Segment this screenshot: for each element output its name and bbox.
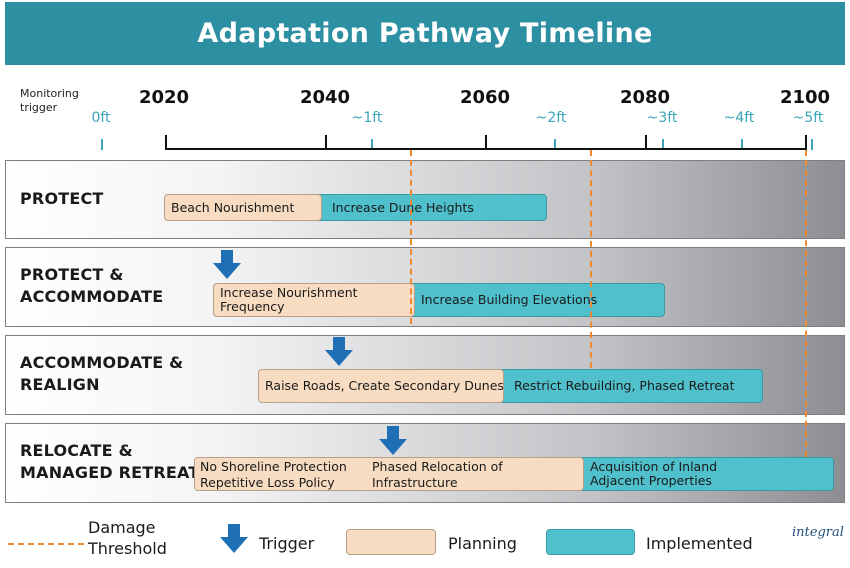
axis-tick [805, 135, 807, 149]
implemented-bar: Restrict Rebuilding, Phased Retreat [497, 369, 763, 403]
integral-logo: integral [792, 525, 844, 540]
year-label-2060: 2060 [459, 87, 511, 108]
sea-level-label-0ft: 0ft [91, 110, 111, 126]
bar-label: Raise Roads, Create Secondary Dunes [265, 378, 504, 393]
monitoring-trigger-label: Monitoring trigger [20, 87, 90, 115]
bar-label: Beach Nourishment [171, 199, 295, 215]
sea-level-label-4ft: ~4ft [723, 110, 755, 126]
sea-level-label-5ft: ~5ft [792, 110, 824, 126]
bar-label-line: No Shoreline Protection [200, 459, 347, 474]
sea-level-tick [554, 139, 556, 150]
bar-label: Increase Building Elevations [421, 292, 598, 307]
planning-bar [194, 457, 584, 491]
bar-label-line: Phased Relocation of [372, 459, 503, 474]
implemented-bar: Acquisition of Inland Adjacent Propertie… [577, 457, 834, 491]
legend-implemented-label: Implemented [646, 534, 753, 553]
monitoring-label-line1: Monitoring [20, 87, 79, 100]
row-label-protect: PROTECT [20, 188, 104, 210]
implemented-bar: Increase Dune Heights [315, 194, 547, 221]
legend-damage-threshold-label: Damage Threshold [88, 517, 167, 559]
sea-level-tick [741, 139, 743, 150]
legend-damage-threshold-swatch [8, 543, 84, 545]
trigger-arrow-icon [325, 337, 353, 366]
planning-bar: Beach Nourishment [164, 194, 322, 221]
row-label-line: MANAGED RETREAT [20, 463, 200, 482]
row-label-line: PROTECT [20, 189, 104, 208]
trigger-arrow-icon [379, 426, 407, 455]
timeline-axis [165, 148, 807, 150]
legend-planning-label: Planning [448, 534, 517, 553]
page-title: Adaptation Pathway Timeline [5, 2, 845, 65]
bar-label-line: Acquisition of Inland [590, 459, 718, 474]
year-label-2080: 2080 [619, 87, 671, 108]
sea-level-tick [371, 139, 373, 150]
bar-label-line: Adjacent Properties [590, 473, 712, 488]
bar-label-line: Infrastructure [372, 475, 458, 490]
bar-label: Restrict Rebuilding, Phased Retreat [514, 378, 735, 393]
monitoring-label-line2: trigger [20, 101, 58, 114]
sea-level-tick [662, 139, 664, 150]
axis-tick [485, 135, 487, 149]
legend-label-line: Damage [88, 518, 156, 537]
damage-threshold-line [410, 150, 412, 324]
sea-level-label-3ft: ~3ft [646, 110, 678, 126]
row-label-line: PROTECT & [20, 265, 124, 284]
row-label-protect-accommodate: PROTECT & ACCOMMODATE [20, 264, 163, 308]
axis-tick [645, 135, 647, 149]
legend-label-line: Threshold [88, 539, 167, 558]
axis-tick [165, 135, 167, 149]
planning-bar: Raise Roads, Create Secondary Dunes [258, 369, 504, 403]
legend-trigger-arrow-icon [220, 524, 248, 553]
axis-tick [325, 135, 327, 149]
year-label-2020: 2020 [138, 87, 190, 108]
sea-level-tick [811, 139, 813, 150]
year-label-2100: 2100 [779, 87, 831, 108]
bar-label-line: Increase Nourishment [220, 285, 358, 300]
row-label-accommodate-realign: ACCOMMODATE & REALIGN [20, 352, 183, 396]
bar-label-line: Repetitive Loss Policy [200, 475, 335, 490]
bar-label: Increase Dune Heights [332, 199, 474, 215]
damage-threshold-line [805, 150, 807, 457]
row-label-line: REALIGN [20, 375, 100, 394]
row-label-relocate-managed-retreat: RELOCATE & MANAGED RETREAT [20, 440, 199, 484]
legend-planning-swatch [346, 529, 436, 555]
row-label-line: RELOCATE & [20, 441, 133, 460]
implemented-bar: Increase Building Elevations [408, 283, 665, 317]
sea-level-label-1ft: ~1ft [351, 110, 383, 126]
sea-level-label-2ft: ~2ft [535, 110, 567, 126]
legend-implemented-swatch [546, 529, 635, 555]
planning-text-b: Phased Relocation of Infrastructure [372, 459, 503, 491]
year-label-2040: 2040 [299, 87, 351, 108]
legend-trigger-label: Trigger [259, 534, 315, 553]
planning-bar: Increase Nourishment Frequency [213, 283, 415, 317]
sea-level-tick [101, 139, 103, 150]
trigger-arrow-icon [213, 250, 241, 279]
row-label-line: ACCOMMODATE [20, 287, 164, 306]
planning-text-a: No Shoreline Protection Repetitive Loss … [200, 459, 347, 491]
row-label-line: ACCOMMODATE & [20, 353, 184, 372]
bar-label-line: Frequency [220, 299, 285, 314]
damage-threshold-line [590, 150, 592, 368]
